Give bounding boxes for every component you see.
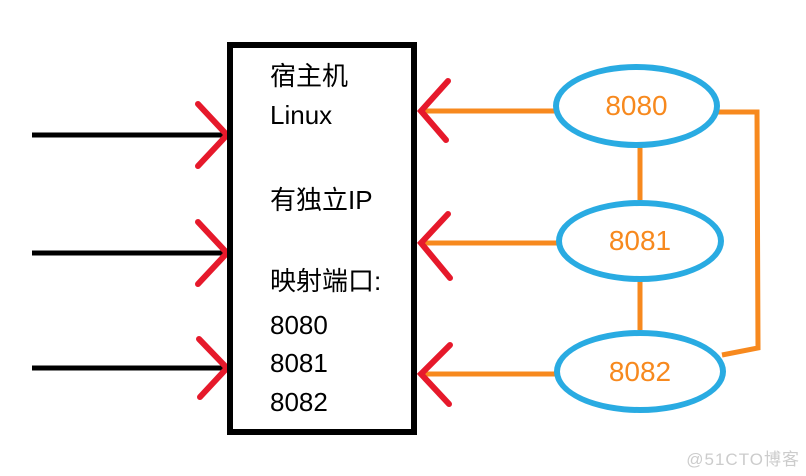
- host-box-os: Linux: [270, 100, 333, 130]
- container-node-8080-label: 8080: [605, 90, 668, 121]
- container-node-8082-label: 8082: [608, 355, 672, 387]
- container-node-8081: 8081: [556, 200, 724, 282]
- host-box-ports-label: 映射端口:: [270, 266, 382, 296]
- host-box: 宿主机 Linux 有独立IP 映射端口: 8080 8081 8082: [227, 42, 417, 435]
- host-box-port-8081: 8081: [270, 348, 328, 378]
- loop-8080-8082: [716, 109, 761, 358]
- container-node-8082: 8082: [554, 330, 726, 413]
- container-node-8081-label: 8081: [608, 225, 672, 256]
- mapping-arrowhead-8081-icon: [417, 211, 453, 281]
- container-node-8080: 8080: [553, 64, 720, 148]
- host-box-ip-note: 有独立IP: [270, 185, 373, 215]
- mapping-arrowhead-8082-icon: [416, 342, 453, 407]
- host-box-title: 宿主机: [270, 61, 349, 91]
- watermark: @51CTO博客: [686, 450, 800, 469]
- host-box-port-8080: 8080: [270, 310, 328, 340]
- mapping-arrowhead-8080-icon: [417, 78, 451, 143]
- host-box-port-8082: 8082: [270, 387, 328, 417]
